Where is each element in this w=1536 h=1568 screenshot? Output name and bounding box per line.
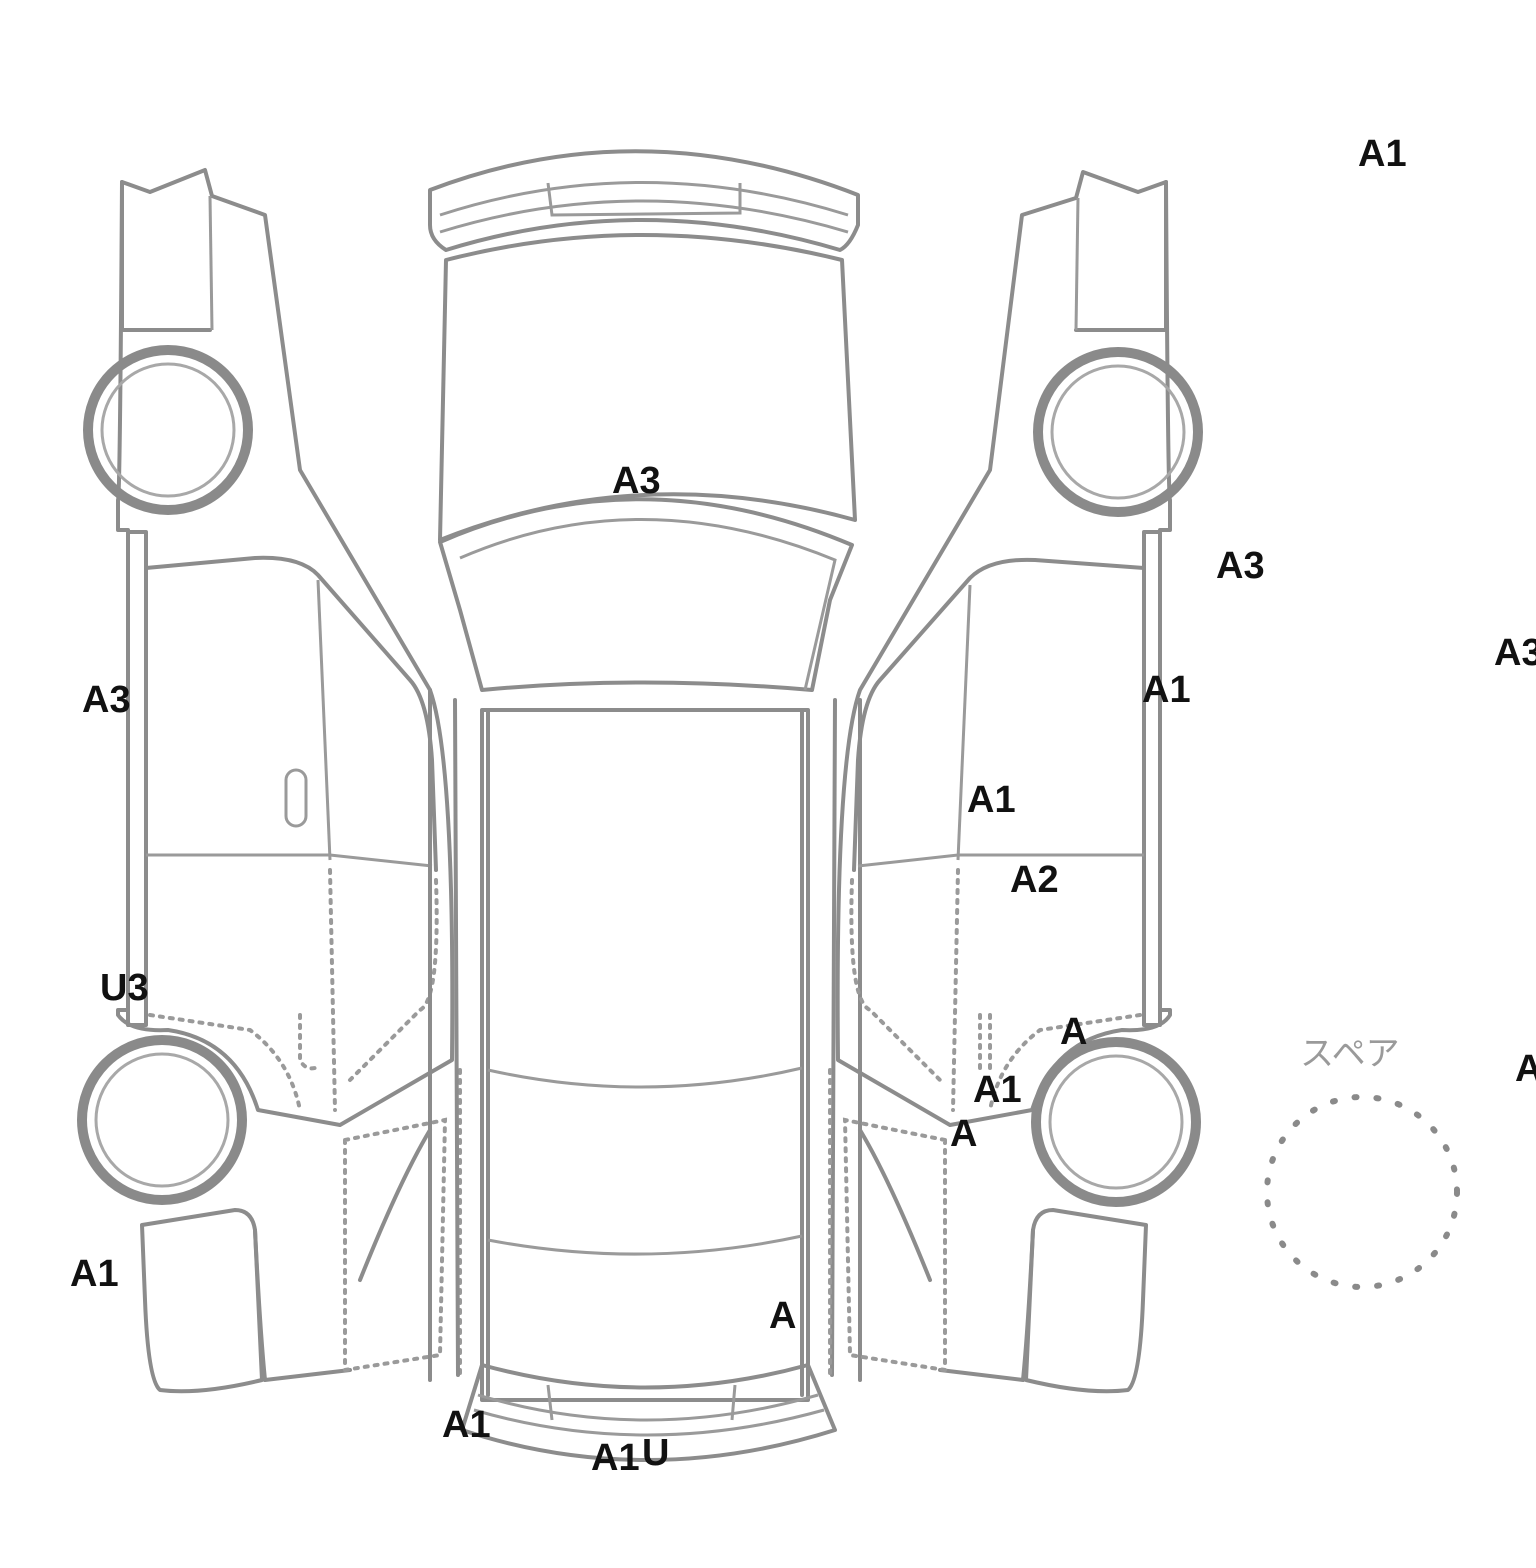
spare-wheel: スペア: [1264, 1034, 1460, 1290]
spare-wheel-circle: [1264, 1094, 1460, 1290]
damage-mark: A1: [973, 1069, 1022, 1111]
spare-label: スペア: [1300, 1034, 1400, 1074]
damage-mark: A3: [1216, 545, 1265, 587]
damage-mark: A3: [612, 460, 661, 502]
damage-mark: A1: [591, 1437, 640, 1479]
damage-mark: A1: [1142, 669, 1191, 711]
damage-mark: A1: [442, 1404, 491, 1446]
damage-mark: U: [642, 1432, 669, 1474]
damage-mark: A: [769, 1295, 796, 1337]
damage-mark: A: [1060, 1011, 1087, 1053]
left-side-view: [77, 168, 462, 1394]
damage-mark: A: [950, 1113, 977, 1155]
damage-mark: U3: [100, 967, 149, 1009]
damage-mark: A2: [1010, 859, 1059, 901]
damage-mark: A1: [967, 779, 1016, 821]
damage-marks: A1 A3 A3 A3 A3 A1 A1 A2 U3 A A A1 A A1 A…: [70, 133, 1536, 1479]
top-view: [428, 149, 862, 1462]
damage-mark: A: [1515, 1048, 1536, 1090]
damage-mark: A3: [82, 679, 131, 721]
damage-mark: A1: [70, 1253, 119, 1295]
damage-mark: A1: [1358, 133, 1407, 175]
right-side-view: [828, 170, 1203, 1394]
damage-mark: A3: [1494, 632, 1536, 674]
